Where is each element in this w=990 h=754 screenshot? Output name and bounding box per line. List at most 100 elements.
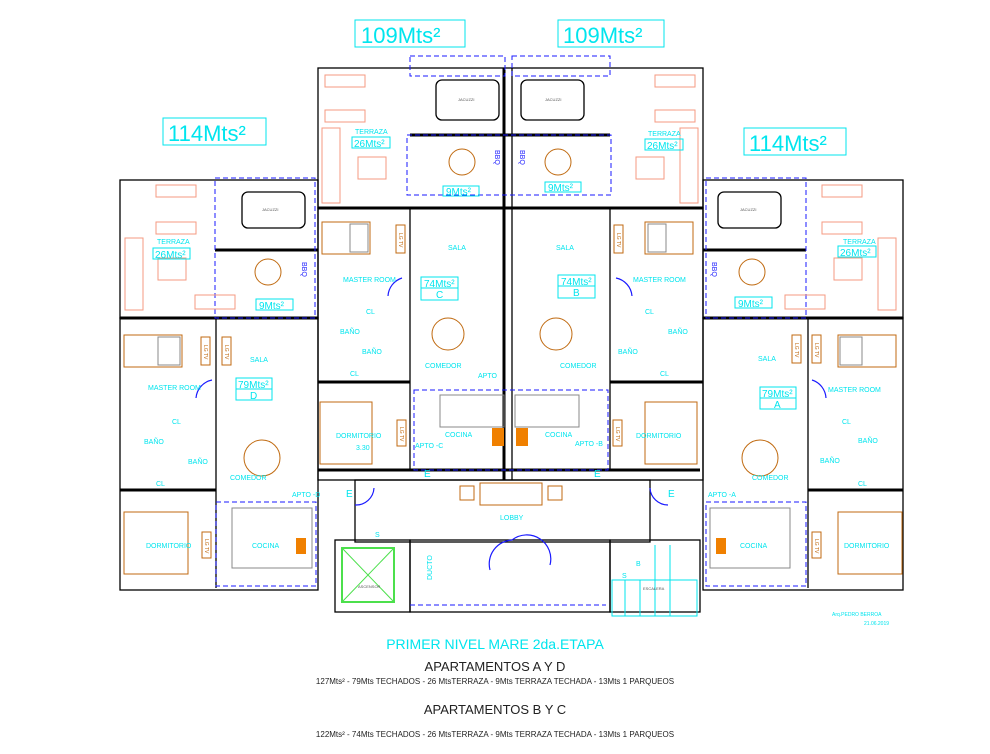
plan-label: S: [622, 573, 627, 580]
plan-label: C: [436, 290, 443, 301]
plan-label: MASTER ROOM: [828, 387, 881, 394]
tv-label: LG TV: [203, 539, 209, 554]
plan-label: DORMITORIO: [336, 433, 382, 440]
plan-line: [387, 277, 403, 297]
room-labels: TERRAZA 26Mts² TERRAZA 26Mts² TERRAZA 26…: [144, 129, 890, 580]
plan-label: E: [346, 489, 353, 500]
plan-line: [784, 294, 826, 310]
label-lobby: LOBBY: [500, 515, 524, 522]
plan-line: [123, 334, 183, 368]
plan-line: [654, 74, 696, 88]
tv-label: LG TV: [793, 343, 799, 358]
jacuzzi-c: JACUZZI: [435, 79, 500, 121]
plan-label: APTO -B: [575, 441, 603, 448]
plan-line: [833, 257, 863, 281]
plan-title: PRIMER NIVEL MARE 2da.ETAPA: [386, 636, 604, 652]
plan-line: [544, 148, 572, 176]
plan-label: CL: [350, 371, 359, 378]
plan-line: [435, 79, 500, 121]
plan-label: CL: [645, 309, 654, 316]
plan-line: [877, 237, 897, 311]
area-callout-text: 114Mts²: [749, 131, 827, 156]
plan-line: [214, 177, 316, 319]
area-callout-text: 109Mts²: [361, 23, 440, 48]
area-callout-text: 114Mts²: [168, 121, 246, 146]
plan-line: [215, 501, 317, 587]
plan-line: [354, 487, 375, 506]
plan-line: [544, 181, 582, 193]
plan-label: CL: [366, 309, 375, 316]
plan-label: CL: [156, 481, 165, 488]
plan-label: BBQ: [518, 150, 525, 165]
plan-line: [520, 79, 585, 121]
plan-line: [195, 379, 213, 399]
plan-line: [615, 277, 633, 297]
plan-label: CL: [858, 481, 867, 488]
plan-label: BAÑO: [362, 347, 382, 356]
plan-line: [124, 237, 144, 311]
area-callout-d: 114Mts²: [162, 117, 267, 146]
plan-label: DORMITORIO: [844, 543, 890, 550]
plan-label: SALA: [556, 245, 574, 252]
plan-label: BAÑO: [858, 436, 878, 445]
plan-line: [705, 177, 807, 319]
plan-line: [354, 19, 466, 48]
plan-line: [324, 109, 366, 123]
stairs: ESCALERA: [611, 545, 698, 617]
label-terraza: TERRAZA: [843, 239, 876, 246]
plan-line: [241, 191, 306, 229]
plan-line: [492, 428, 504, 446]
plan-line: [341, 547, 395, 603]
plan-line: [635, 156, 665, 180]
plan-label: COCINA: [545, 432, 573, 439]
plan-line: [839, 336, 863, 366]
plan-line: [349, 223, 369, 253]
plan-label: 9Mts²: [548, 183, 574, 194]
plan-line: [448, 148, 476, 176]
plan-label: JACUZZI: [262, 207, 278, 212]
plan-line: [644, 221, 694, 255]
plan-label: 9Mts²: [738, 299, 764, 310]
area-callout-a: 114Mts²: [743, 127, 847, 156]
plan-line: [516, 428, 528, 446]
plan-line: [194, 294, 236, 310]
plan-line: [679, 127, 699, 204]
jacuzzi-b: JACUZZI: [520, 79, 585, 121]
plan-line: [734, 296, 773, 309]
plan-line: [231, 507, 313, 569]
plan-label: 9Mts²: [259, 301, 285, 312]
plan-line: [321, 221, 371, 255]
plan-label: SALA: [250, 357, 268, 364]
unit-b-area: 74Mts² B APTO -B: [557, 274, 603, 448]
tv-label: LG TV: [397, 233, 403, 248]
plan-label: Arq.PEDRO BERROA: [832, 612, 882, 618]
plan-label: JACUZZI: [458, 97, 474, 102]
plan-label: 79Mts²: [238, 380, 269, 391]
plan-line: [837, 334, 897, 368]
plan-label: BAÑO: [340, 327, 360, 336]
plan-line: [431, 317, 465, 351]
plan-line: [243, 439, 281, 477]
plan-label: DORMITORIO: [146, 543, 192, 550]
plan-line: [296, 538, 306, 554]
plan-label: E: [594, 469, 601, 480]
plan-line: [152, 247, 191, 260]
tv-label: LG TV: [813, 343, 819, 358]
plan-label: 21.06.2019: [864, 621, 889, 627]
group2-detail: 122Mts² - 74Mts TECHADOS - 26 MtsTERRAZA…: [315, 730, 675, 739]
plan-label: S: [375, 532, 380, 539]
label-terraza: TERRAZA: [355, 129, 388, 136]
plan-line: [821, 184, 863, 198]
plan-line: [811, 531, 822, 559]
tv-label: LG TV: [223, 345, 229, 360]
terrace-furniture: [124, 74, 897, 311]
plan-label: BBQ: [710, 262, 717, 277]
plan-line: [409, 55, 506, 77]
plan-label: 26Mts²: [647, 141, 678, 152]
plan-line: [321, 127, 341, 204]
label-terraza: TERRAZA: [648, 131, 681, 138]
plan-line: [317, 67, 704, 209]
plan-label: APTO: [478, 373, 497, 380]
plan-label: BAÑO: [668, 327, 688, 336]
tv-units: LG TV LG TV LG TV LG TV LG TV LG TV LG T…: [200, 224, 822, 559]
